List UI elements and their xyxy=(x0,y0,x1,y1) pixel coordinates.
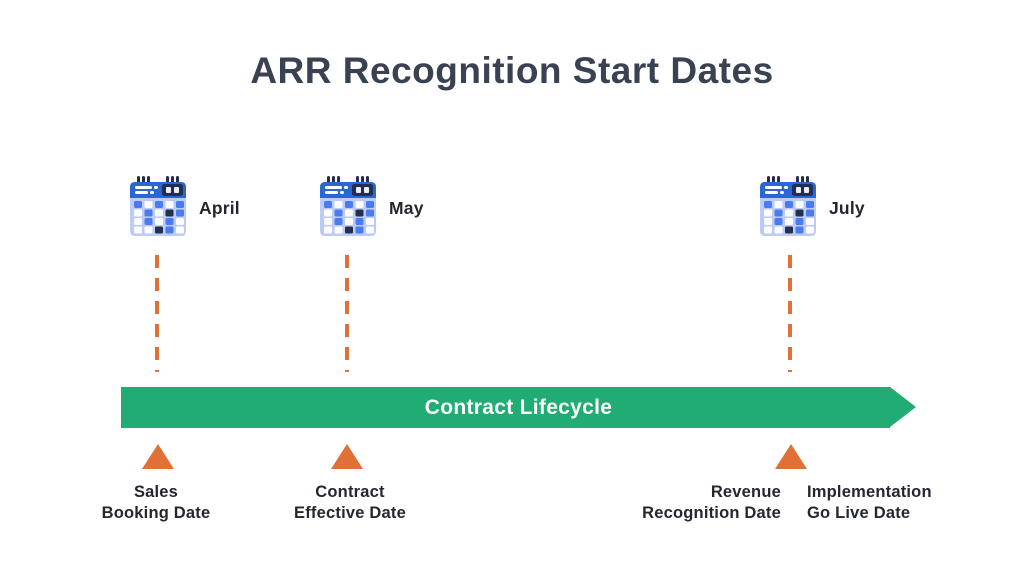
milestone-label-line: Go Live Date xyxy=(807,504,911,522)
page-title: ARR Recognition Start Dates xyxy=(250,50,774,91)
milestone-label-line: Effective Date xyxy=(294,504,406,522)
milestone-label-line: Recognition Date xyxy=(642,504,781,522)
month-marker-july: July xyxy=(758,176,865,240)
milestone-label-line: Sales xyxy=(133,483,179,501)
month-marker-may: May xyxy=(318,176,424,240)
dashed-connector-july xyxy=(788,255,792,372)
month-label-april: April xyxy=(199,197,240,218)
milestone-triangle-revenue-recognition xyxy=(775,444,807,469)
milestone-label-contract-effective: Contract Effective Date xyxy=(294,482,406,524)
milestone-label-line: Contract xyxy=(315,483,385,501)
milestone-triangle-contract-effective xyxy=(331,444,363,469)
month-marker-april: April xyxy=(128,176,240,240)
calendar-icon xyxy=(320,176,376,236)
timeline-arrow-tip xyxy=(890,387,916,427)
month-label-may: May xyxy=(389,197,424,218)
milestone-label-implementation-golive: Implementation Go Live Date xyxy=(807,482,932,524)
milestone-label-sales-booking: Sales Booking Date xyxy=(102,482,211,524)
milestone-label-line: Implementation xyxy=(807,483,932,501)
dashed-connector-may xyxy=(345,255,349,372)
calendar-icon xyxy=(130,176,186,236)
dashed-connector-april xyxy=(155,255,159,372)
milestone-triangle-sales-booking xyxy=(142,444,174,469)
milestone-label-line: Booking Date xyxy=(101,504,211,522)
timeline-arrow-label: Contract Lifecycle xyxy=(424,395,613,419)
milestone-label-line: Revenue xyxy=(710,483,781,501)
month-label-july: July xyxy=(829,197,865,218)
timeline-arrow xyxy=(121,387,890,428)
milestone-label-revenue-recognition: Revenue Recognition Date xyxy=(642,482,781,524)
calendar-icon xyxy=(760,176,816,236)
